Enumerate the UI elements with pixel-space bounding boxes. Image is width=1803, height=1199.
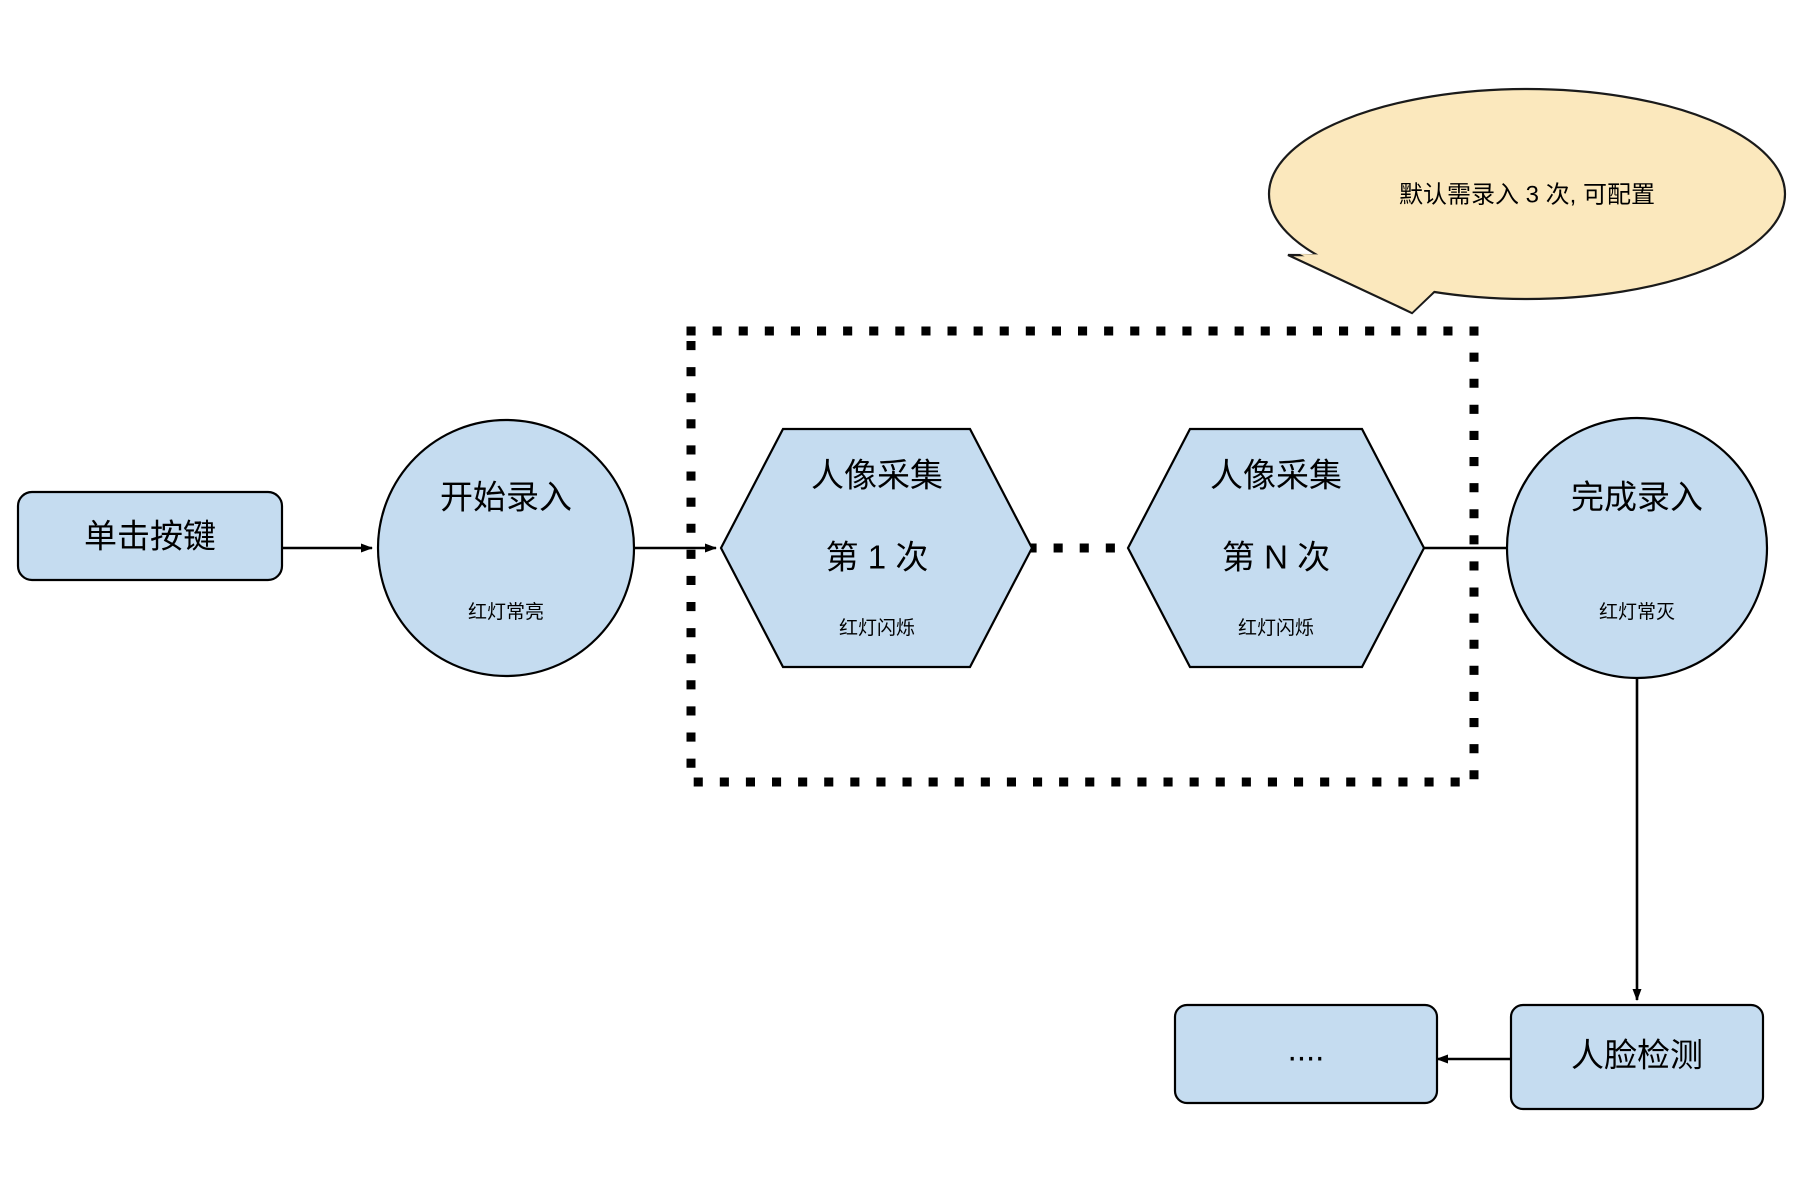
node-more[interactable]: ....	[1173, 1003, 1439, 1105]
finish-enroll-shape	[1505, 416, 1769, 680]
capture-first-shape	[719, 427, 1034, 669]
finish-enroll-label: 完成录入	[1571, 479, 1703, 516]
capture-first-label-line2: 第 1 次	[826, 539, 929, 576]
callout-text: 默认需录入 3 次, 可配置	[1399, 181, 1655, 208]
node-click-key[interactable]: 单击按键	[16, 490, 284, 582]
start-enroll-label: 开始录入	[440, 479, 572, 516]
capture-nth-sub-label: 红灯闪烁	[1238, 617, 1314, 639]
node-finish-enroll[interactable]: 完成录入 红灯常灭	[1505, 416, 1769, 680]
face-detect-label: 人脸检测	[1571, 1037, 1703, 1074]
node-capture-first[interactable]: 人像采集 第 1 次 红灯闪烁	[719, 427, 1034, 669]
capture-nth-label-line1: 人像采集	[1210, 457, 1342, 494]
node-capture-nth[interactable]: 人像采集 第 N 次 红灯闪烁	[1126, 427, 1426, 669]
more-label: ....	[1288, 1031, 1325, 1068]
callout-note[interactable]: 默认需录入 3 次, 可配置	[1267, 87, 1787, 315]
click-key-shape	[16, 490, 284, 582]
node-face-detect[interactable]: 人脸检测	[1509, 1003, 1765, 1111]
click-key-label: 单击按键	[84, 518, 216, 555]
capture-nth-shape	[1126, 427, 1426, 669]
start-enroll-sub-label: 红灯常亮	[468, 601, 544, 623]
capture-first-label-line1: 人像采集	[811, 457, 943, 494]
capture-loop-group-box	[686, 326, 1479, 787]
capture-first-sub-label: 红灯闪烁	[839, 617, 915, 639]
callout-tail-fill	[1300, 254, 1468, 312]
more-shape	[1173, 1003, 1439, 1105]
face-detect-shape	[1509, 1003, 1765, 1111]
callout-bubble	[1267, 87, 1787, 301]
capture-nth-label-line2: 第 N 次	[1222, 539, 1330, 576]
start-enroll-shape	[376, 418, 636, 678]
finish-enroll-sub-label: 红灯常灭	[1599, 601, 1675, 623]
node-start-enroll[interactable]: 开始录入 红灯常亮	[376, 418, 636, 678]
